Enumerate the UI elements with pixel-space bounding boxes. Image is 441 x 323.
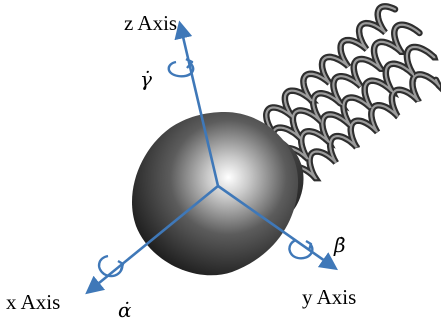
y-rate-label: β̇ — [333, 233, 346, 257]
flagellum-highlight — [271, 23, 421, 158]
z-axis-label: z Axis — [124, 11, 177, 35]
helical-flagella — [261, 3, 441, 192]
x-axis-label: x Axis — [6, 290, 60, 314]
y-axis-line — [217, 184, 338, 271]
robot-head — [131, 112, 304, 276]
flagellum-highlight — [279, 45, 436, 176]
x-rate-label: α̇ — [118, 298, 132, 322]
rotation-arrow-z-icon — [167, 57, 195, 78]
flagellum-highlight — [288, 73, 440, 189]
head-body — [131, 112, 299, 276]
x-axis-line — [85, 184, 219, 295]
rotation-arrow-x-icon — [97, 254, 125, 278]
y-axis-label: y Axis — [302, 285, 356, 309]
coordinate-axes — [85, 20, 338, 295]
z-axis-line — [174, 20, 220, 187]
rotation-arrow-y-icon — [288, 238, 314, 260]
z-rate-label: γ̇ — [140, 67, 152, 91]
